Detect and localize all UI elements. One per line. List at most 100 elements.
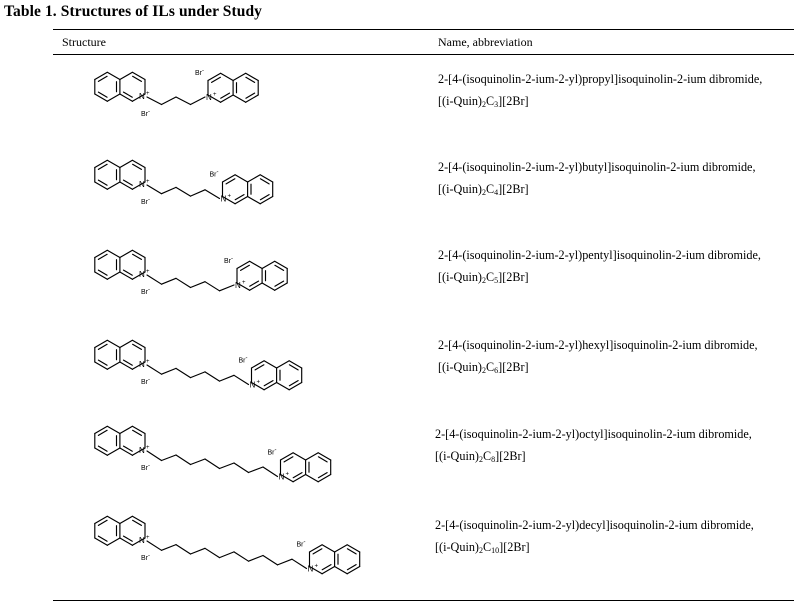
chain-bond — [175, 454, 192, 466]
bond — [234, 195, 249, 205]
bond — [259, 194, 270, 201]
chain-bond — [189, 96, 206, 106]
bond — [131, 93, 146, 102]
bond — [317, 473, 332, 483]
bond — [131, 339, 146, 349]
name-cell: 2-[4-(isoquinolin-2-ium-2-yl)propyl]isoq… — [438, 68, 762, 112]
bond — [305, 473, 319, 483]
bromide-charge-label: - — [148, 197, 150, 203]
nitrogen-label: N — [139, 92, 145, 101]
bromide-label: Br — [141, 199, 149, 206]
charge-label: + — [146, 269, 150, 275]
chain-bond — [189, 458, 206, 466]
chain-bond — [146, 540, 163, 551]
bond — [234, 194, 245, 201]
table-header-rule — [53, 54, 794, 55]
bond — [131, 271, 146, 280]
bond — [94, 249, 108, 259]
bond — [97, 359, 108, 366]
bond — [274, 280, 285, 287]
bond — [94, 515, 108, 525]
name-cell: 2-[4-(isoquinolin-2-ium-2-yl)hexyl]isoqu… — [438, 334, 758, 378]
compound-name: 2-[4-(isoquinolin-2-ium-2-yl)decyl]isoqu… — [435, 518, 754, 532]
bond — [276, 381, 290, 391]
bond — [122, 269, 133, 276]
bond — [106, 425, 121, 435]
chemical-structure: N+N+Br-Br- — [94, 515, 361, 575]
chain-bond — [146, 450, 163, 462]
chain-bond — [175, 544, 192, 555]
charge-label: + — [242, 280, 246, 286]
bond — [292, 473, 307, 483]
bromide-label: Br — [195, 70, 203, 77]
bond — [97, 253, 108, 260]
name-cell: 2-[4-(isoquinolin-2-ium-2-yl)octyl]isoqu… — [435, 423, 752, 467]
compound-abbreviation: [(i-Quin)2C4][2Br] — [438, 182, 529, 197]
bromide-charge-label: - — [148, 553, 150, 559]
bond — [245, 76, 256, 83]
bond — [131, 515, 146, 525]
bond — [106, 515, 121, 525]
charge-label: + — [146, 535, 150, 541]
bond — [97, 75, 108, 82]
bond — [292, 452, 307, 461]
bond — [119, 249, 133, 259]
nitrogen-label: N — [206, 93, 212, 102]
bond — [94, 71, 108, 81]
bond — [119, 425, 133, 435]
bond — [94, 339, 108, 349]
bond — [119, 159, 133, 169]
name-cell: 2-[4-(isoquinolin-2-ium-2-yl)decyl]isoqu… — [435, 514, 754, 558]
bond — [97, 535, 108, 542]
bromide-label: Br — [141, 555, 149, 562]
bond — [132, 343, 142, 350]
table-row: N+N+Br-Br-2-[4-(isoquinolin-2-ium-2-yl)p… — [53, 58, 794, 144]
bond — [119, 71, 133, 81]
bond — [106, 93, 121, 102]
table-row: N+N+Br-Br-2-[4-(isoquinolin-2-ium-2-yl)o… — [53, 412, 794, 498]
bond — [288, 380, 299, 387]
compound-name: 2-[4-(isoquinolin-2-ium-2-yl)propyl]isoq… — [438, 72, 763, 86]
bond — [346, 564, 357, 571]
bond — [321, 564, 332, 571]
bond — [94, 271, 108, 280]
charge-label: + — [146, 445, 150, 451]
charge-label: + — [146, 179, 150, 185]
table-row: N+N+Br-Br- 2-[4-(isoquinolin-2-ium-2-yl)h… — [53, 326, 794, 412]
bond — [259, 178, 270, 185]
bond — [106, 339, 121, 349]
bond — [259, 174, 274, 183]
chain-bond — [175, 96, 192, 106]
bond — [97, 91, 108, 98]
chain-bond — [247, 554, 264, 562]
column-header-name: Name, abbreviation — [438, 35, 533, 49]
bond — [119, 181, 133, 190]
bond — [261, 282, 276, 291]
bond — [346, 544, 361, 553]
compound-abbreviation: [(i-Quin)2C6][2Br] — [438, 360, 529, 375]
chain-bond — [160, 367, 177, 375]
bond — [122, 359, 133, 366]
bond — [122, 91, 133, 98]
chain-bond — [276, 558, 293, 566]
bond — [97, 445, 108, 452]
chemical-structure: N+N+Br-Br- — [94, 339, 303, 391]
bromide-charge-label: - — [148, 109, 150, 115]
bromide-charge-label: - — [246, 356, 248, 362]
bromide-label: Br — [268, 450, 276, 457]
bond — [263, 381, 278, 391]
chain-bond — [204, 371, 221, 382]
chain-bond — [189, 189, 206, 197]
bond — [288, 364, 299, 371]
bond — [97, 343, 108, 350]
bond — [236, 260, 251, 270]
bond — [132, 519, 142, 526]
bond — [346, 565, 361, 575]
chain-bond — [160, 277, 177, 285]
bond — [106, 537, 121, 546]
bond — [122, 179, 133, 186]
bond — [249, 260, 263, 270]
bond — [308, 565, 323, 575]
table-row: N+N+Br-Br-2-[4-(isoquinolin-2-ium-2-yl)d… — [53, 502, 794, 588]
bond — [288, 360, 303, 369]
